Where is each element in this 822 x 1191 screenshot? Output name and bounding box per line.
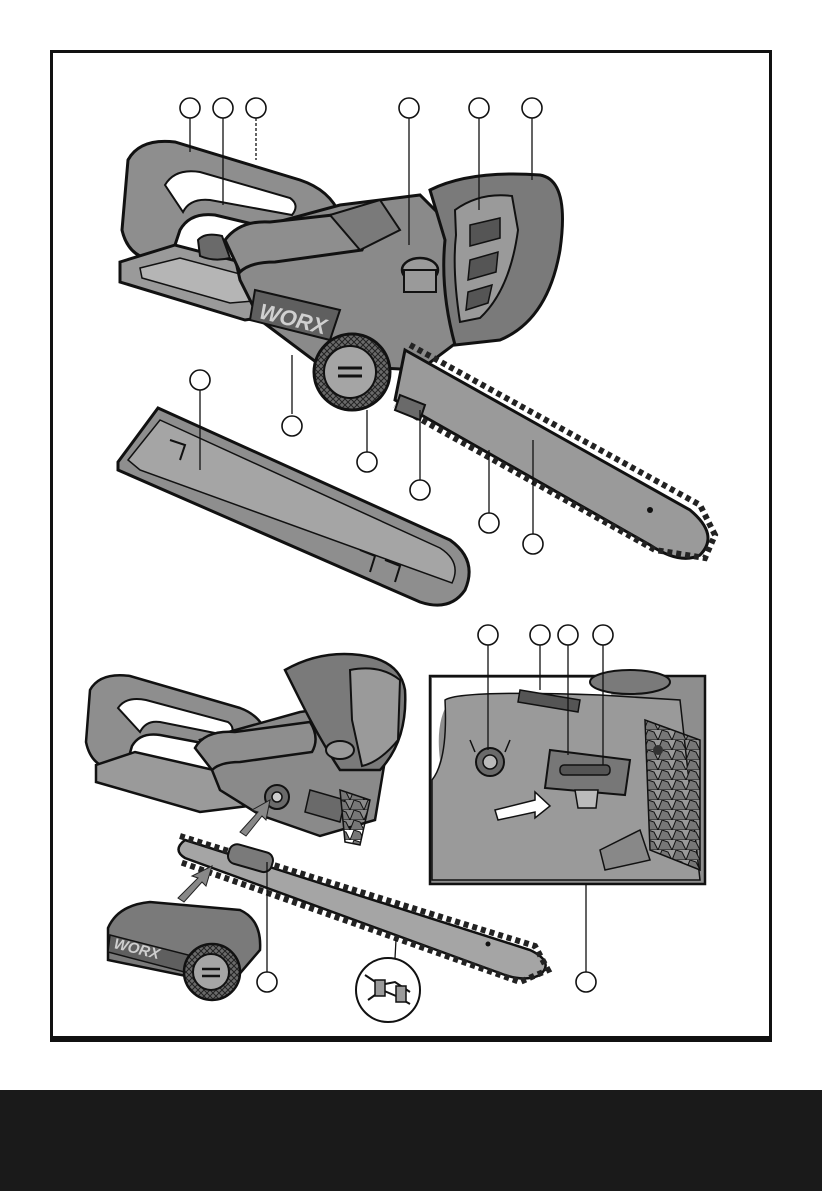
- chain-detail-magnifier: [356, 940, 420, 1022]
- callout-circle: [213, 98, 233, 118]
- callout-circle: [399, 98, 419, 118]
- callout-circle: [410, 480, 430, 500]
- callout-circle: [576, 972, 596, 992]
- bottom-chainsaw: [86, 654, 405, 845]
- callout-circle: [282, 416, 302, 436]
- callout-circle: [593, 625, 613, 645]
- sprocket-cover: WORX: [108, 902, 260, 1000]
- callout-circle: [523, 534, 543, 554]
- callout-circle: [469, 98, 489, 118]
- callout-circle: [257, 972, 277, 992]
- callout-circle: [479, 513, 499, 533]
- callout-circle: [522, 98, 542, 118]
- callout-circle: [180, 98, 200, 118]
- callout-circle: [246, 98, 266, 118]
- bottom-color-band: [0, 1090, 822, 1191]
- callout-circle: [478, 625, 498, 645]
- callout-circle: [357, 452, 377, 472]
- callout-circle: [530, 625, 550, 645]
- callout-circle: [190, 370, 210, 390]
- guide-bar: [395, 350, 708, 558]
- chain-scabbard: [118, 408, 469, 605]
- callout-circle: [558, 625, 578, 645]
